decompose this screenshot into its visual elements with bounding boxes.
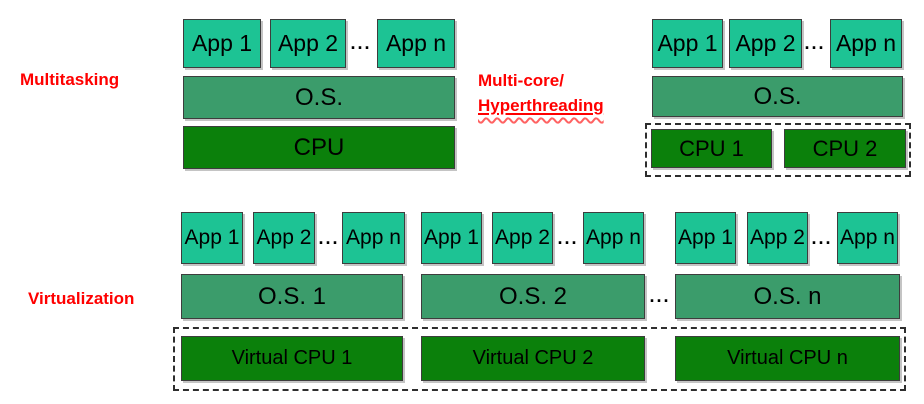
app-box: App 2 bbox=[253, 212, 315, 264]
app-box: App 2 bbox=[492, 212, 553, 264]
app-box: App 1 bbox=[421, 212, 482, 264]
ellipsis: ... bbox=[350, 33, 372, 53]
app-box: App n bbox=[377, 19, 455, 68]
ellipsis: ... bbox=[649, 286, 671, 306]
virtual-cpu-dashed-box bbox=[173, 327, 906, 391]
app-box: App n bbox=[837, 212, 898, 264]
multicore-label: Multi-core/ Hyperthreading bbox=[478, 68, 604, 118]
app-box: App n bbox=[342, 212, 405, 264]
app-box: App 2 bbox=[729, 19, 802, 68]
app-box: App 2 bbox=[270, 19, 346, 68]
cpu-bar: CPU 2 bbox=[784, 129, 906, 168]
ellipsis: ... bbox=[557, 227, 579, 248]
virtual-cpu-bar: Virtual CPU 1 bbox=[181, 336, 403, 381]
ellipsis: ... bbox=[318, 227, 340, 248]
os-bar: O.S. bbox=[183, 76, 455, 119]
os-bar: O.S. 1 bbox=[181, 274, 403, 319]
multicore-label-line2: Hyperthreading bbox=[478, 96, 604, 115]
cpu-bar: CPU bbox=[183, 126, 455, 169]
app-box: App 1 bbox=[181, 212, 243, 264]
multitasking-label: Multitasking bbox=[20, 70, 120, 89]
app-box: App n bbox=[583, 212, 644, 264]
os-bar: O.S. 2 bbox=[421, 274, 645, 319]
os-bar: O.S. n bbox=[675, 274, 900, 319]
virtual-cpu-bar: Virtual CPU n bbox=[675, 336, 900, 381]
ellipsis: ... bbox=[811, 227, 833, 248]
app-box: App 1 bbox=[675, 212, 736, 264]
multicore-label-line1: Multi-core/ bbox=[478, 71, 564, 90]
app-box: App n bbox=[830, 19, 902, 68]
ellipsis: ... bbox=[804, 33, 826, 53]
cpu-bar: CPU 1 bbox=[651, 129, 772, 168]
app-box: App 1 bbox=[652, 19, 723, 68]
virtualization-label: Virtualization bbox=[28, 289, 135, 308]
app-box: App 1 bbox=[183, 19, 261, 68]
os-bar: O.S. bbox=[652, 76, 903, 117]
cpu-group-dashed-box bbox=[645, 123, 911, 177]
app-box: App 2 bbox=[747, 212, 808, 264]
virtual-cpu-bar: Virtual CPU 2 bbox=[421, 336, 645, 381]
